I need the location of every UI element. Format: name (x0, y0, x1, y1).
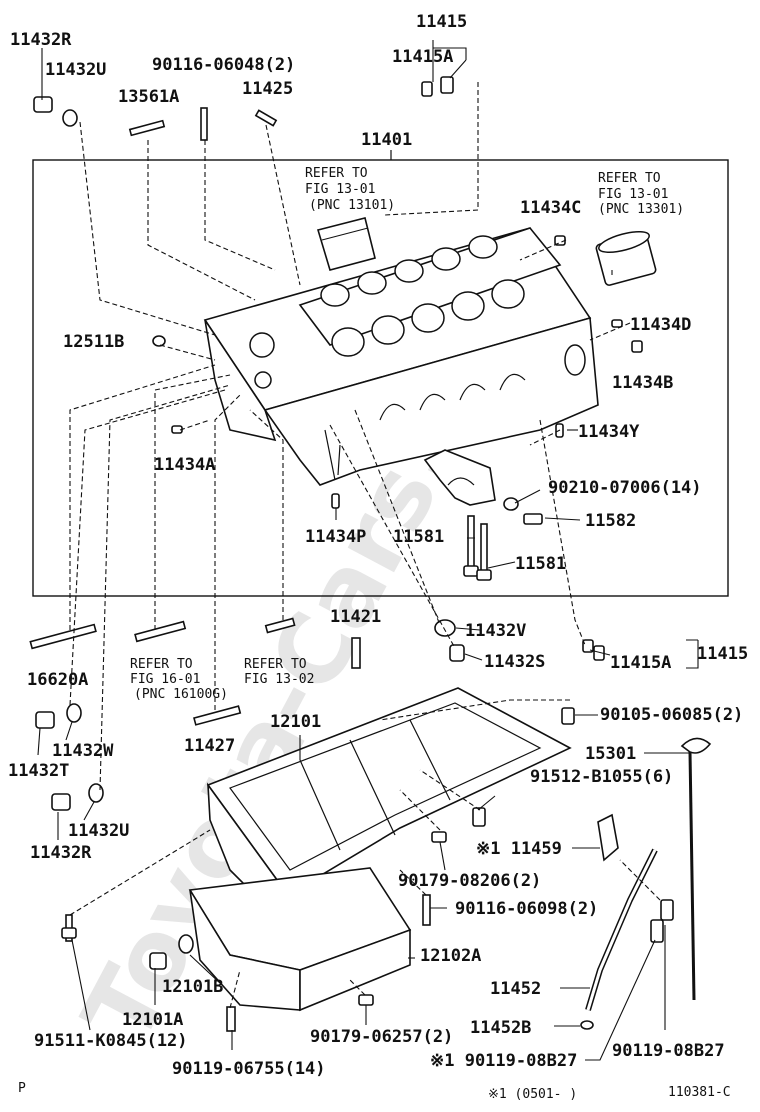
label-11434b: 11434B (612, 373, 673, 393)
leader-lines (69, 82, 661, 1009)
label-12102a: 12102A (420, 946, 481, 966)
ref-conrod-line1: REFER TO (598, 171, 661, 186)
ref-fig16-line3: (PNC 16100G) (134, 687, 228, 702)
label-90105-06085: 90105-06085(2) (600, 705, 743, 725)
cylinder-block (203, 227, 599, 486)
label-11582: 11582 (585, 511, 636, 531)
label-11434d: 11434D (630, 315, 691, 335)
label-11434p: 11434P (305, 527, 366, 547)
label-12511b: 12511B (63, 332, 124, 352)
piston-sketch (316, 217, 376, 271)
label-11434c: 11434C (520, 198, 581, 218)
label-12101: 12101 (270, 712, 321, 732)
label-11434a: 11434A (154, 455, 215, 475)
footer-left-mark: P (18, 1081, 26, 1096)
label-90119-08b27-right: 90119-08B27 (612, 1041, 725, 1061)
label-11432v: 11432V (465, 621, 526, 641)
label-90116-06098: 90116-06098(2) (455, 899, 598, 919)
label-11432w: 11432W (52, 741, 114, 761)
label-11415a-top: 11415A (392, 47, 453, 67)
cylinder-block-frame (32, 159, 729, 597)
conrod-piston-sketch (595, 231, 657, 286)
label-90119-08b27-left: ※1 90119-08B27 (430, 1051, 577, 1071)
footer: P ※1 (0501- ) 110381-C (18, 1081, 731, 1102)
ref-fig16-line2: FIG 16-01 (130, 672, 200, 687)
label-91512-b1055: 91512-B1055(6) (530, 767, 673, 787)
label-11432u-top: 11432U (45, 60, 106, 80)
ref-piston-line3: (PNC 13101) (309, 198, 395, 213)
label-11415a-bottom: 11415A (610, 653, 671, 673)
label-11432r-top: 11432R (10, 30, 72, 50)
label-11432s: 11432S (484, 652, 545, 672)
label-11434y: 11434Y (578, 422, 640, 442)
label-90179-08206: 90179-08206(2) (398, 871, 541, 891)
dipstick-guide (585, 848, 658, 1011)
part-labels: 11432R 11432U 90116-06048(2) 13561A 1142… (8, 12, 748, 1079)
ref-conrod-line2: FIG 13-01 (598, 187, 668, 202)
label-90210-07006: 90210-07006(14) (548, 478, 702, 498)
label-11432t: 11432T (8, 761, 69, 781)
label-12101a: 12101A (122, 1010, 183, 1030)
label-16620a: 16620A (27, 670, 88, 690)
oil-pan-lower (188, 867, 412, 1012)
dipstick (680, 737, 712, 1001)
label-11427: 11427 (184, 736, 235, 756)
label-11452b: 11452B (470, 1018, 531, 1038)
ref-fig16-line1: REFER TO (130, 657, 193, 672)
label-11415-top: 11415 (416, 12, 467, 32)
label-11581-b: 11581 (515, 554, 566, 574)
bearing-cap (423, 449, 496, 506)
footer-note: ※1 (0501- ) (488, 1087, 577, 1102)
label-11459: ※1 11459 (476, 839, 562, 859)
label-11415-bottom: 11415 (697, 644, 748, 664)
label-11421: 11421 (330, 607, 381, 627)
label-11432r-bottom: 11432R (30, 843, 92, 863)
label-11425: 11425 (242, 79, 293, 99)
label-12101b: 12101B (162, 977, 223, 997)
ref-conrod-line3: (PNC 13301) (598, 202, 684, 217)
ref-fig13-02-line1: REFER TO (244, 657, 307, 672)
label-lines (37, 40, 699, 1061)
label-11581-a: 11581 (393, 527, 444, 547)
label-90179-06257: 90179-06257(2) (310, 1027, 453, 1047)
label-11452: 11452 (490, 979, 541, 999)
label-11401: 11401 (361, 130, 412, 150)
label-91511-k0845: 91511-K0845(12) (34, 1031, 188, 1051)
footer-code: 110381-C (668, 1085, 731, 1100)
bracket-11459 (597, 813, 619, 862)
ref-piston-line2: FIG 13-01 (305, 182, 375, 197)
label-90119-06755: 90119-06755(14) (172, 1059, 326, 1079)
label-90116-06048: 90116-06048(2) (152, 55, 295, 75)
label-11432u-bottom: 11432U (68, 821, 129, 841)
reference-notes: REFER TO FIG 13-01 (PNC 13101) REFER TO … (130, 166, 684, 702)
label-15301: 15301 (585, 744, 636, 764)
ref-piston-line1: REFER TO (305, 166, 368, 181)
small-parts (29, 76, 674, 1032)
ref-fig13-02-line2: FIG 13-02 (244, 672, 314, 687)
label-13561a: 13561A (118, 87, 179, 107)
